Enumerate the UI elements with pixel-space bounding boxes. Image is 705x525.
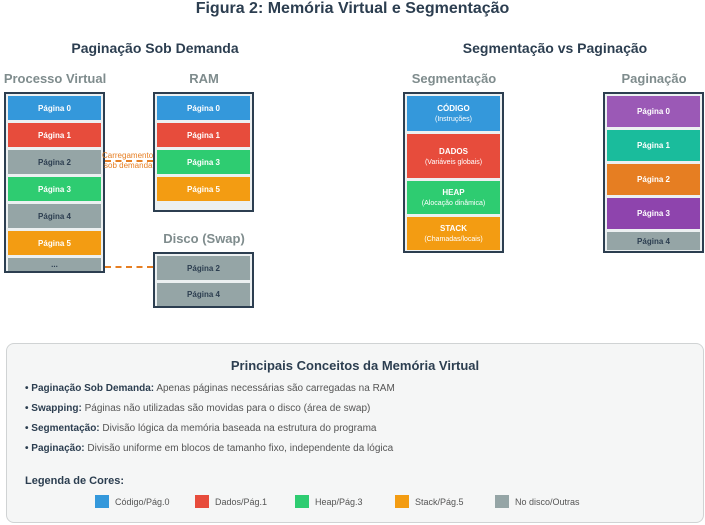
process-page-4: Página 4 <box>8 204 101 228</box>
legend-swatch <box>195 495 209 508</box>
concepts-title: Principais Conceitos da Memória Virtual <box>230 358 480 373</box>
segment-code: CÓDIGO (Instruções) <box>407 96 500 131</box>
process-page-more: ... <box>8 258 101 271</box>
concept-text: Apenas páginas necessárias são carregada… <box>156 383 395 394</box>
legend-item-disk: No disco/Outras <box>495 495 580 508</box>
legend-label: Heap/Pág.3 <box>315 496 363 507</box>
concept-term: • Segmentação: <box>25 423 100 434</box>
segment-heap: HEAP (Alocação dinâmica) <box>407 181 500 214</box>
concepts-panel: Principais Conceitos da Memória Virtual … <box>6 343 704 523</box>
pagination-label: Paginação <box>621 71 687 86</box>
process-label: Processo Virtual <box>3 71 107 86</box>
loading-note-line2: sob demanda <box>104 161 153 170</box>
seg-vs-pag-heading: Segmentação vs Paginação <box>462 40 648 56</box>
swap-connector <box>105 266 153 268</box>
pag-page-4: Página 4 <box>607 232 700 250</box>
segmentation-label: Segmentação <box>411 71 497 86</box>
segment-stack-name: STACK <box>440 224 467 233</box>
disk-box: Página 2 Página 4 <box>153 252 254 308</box>
concept-item: • Paginação Sob Demanda: Apenas páginas … <box>25 383 395 394</box>
loading-connector <box>105 160 153 162</box>
legend-label: No disco/Outras <box>515 496 580 507</box>
segment-data-desc: (Variáveis globais) <box>424 158 483 166</box>
legend-swatch <box>295 495 309 508</box>
concept-text: Divisão uniforme em blocos de tamanho fi… <box>87 443 394 454</box>
process-page-0: Página 0 <box>8 96 101 120</box>
segment-heap-desc: (Alocação dinâmica) <box>421 200 486 207</box>
concept-item: • Paginação: Divisão uniforme em blocos … <box>25 443 393 454</box>
legend-label: Dados/Pág.1 <box>215 496 268 507</box>
segment-code-desc: (Instruções) <box>435 116 472 123</box>
legend-swatch <box>395 495 409 508</box>
pag-page-2: Página 2 <box>607 164 700 195</box>
legend-swatch <box>95 495 109 508</box>
process-page-3: Página 3 <box>8 177 101 201</box>
disk-page-2: Página 2 <box>157 256 250 280</box>
segment-stack: STACK (Chamadas/locais) <box>407 217 500 250</box>
loading-note-line1: Carregamento <box>102 151 154 160</box>
process-page-5: Página 5 <box>8 231 101 255</box>
pag-page-0: Página 0 <box>607 96 700 127</box>
disk-page-4: Página 4 <box>157 283 250 306</box>
disk-label: Disco (Swap) <box>163 231 245 246</box>
ram-box: Página 0 Página 1 Página 3 Página 5 <box>153 92 254 212</box>
ram-label: RAM <box>189 71 219 86</box>
pagination-box: Página 0 Página 1 Página 2 Página 3 Pági… <box>603 92 704 253</box>
ram-page-5: Página 5 <box>157 177 250 201</box>
ram-page-0: Página 0 <box>157 96 250 120</box>
segment-code-name: CÓDIGO <box>437 104 470 113</box>
demand-paging-heading: Paginação Sob Demanda <box>71 40 239 56</box>
concept-text: Páginas não utilizadas são movidas para … <box>84 403 371 414</box>
segment-heap-name: HEAP <box>442 188 465 197</box>
process-memory-box: Página 0 Página 1 Página 2 Página 3 Pági… <box>4 92 105 273</box>
segmentation-box: CÓDIGO (Instruções) DADOS (Variáveis glo… <box>403 92 504 253</box>
figure-title: Figura 2: Memória Virtual e Segmentação <box>195 0 510 17</box>
segment-data-name: DADOS <box>439 146 468 156</box>
legend-item-data: Dados/Pág.1 <box>195 495 267 508</box>
legend-swatch <box>495 495 509 508</box>
legend-label: Código/Pág.0 <box>115 496 170 507</box>
pag-page-1: Página 1 <box>607 130 700 161</box>
ram-page-3: Página 3 <box>157 150 250 174</box>
concept-text: Divisão lógica da memória baseada na est… <box>102 423 377 434</box>
legend-item-stack: Stack/Pág.5 <box>395 495 464 508</box>
legend-item-heap: Heap/Pág.3 <box>295 495 363 508</box>
concept-item: • Segmentação: Divisão lógica da memória… <box>25 423 376 434</box>
concept-item: • Swapping: Páginas não utilizadas são m… <box>25 403 370 414</box>
concept-term: • Paginação Sob Demanda: <box>25 383 155 394</box>
legend-item-code: Código/Pág.0 <box>95 495 170 508</box>
pag-page-3: Página 3 <box>607 198 700 229</box>
segment-stack-desc: (Chamadas/locais) <box>424 236 483 243</box>
process-page-2: Página 2 <box>8 150 101 174</box>
segment-data: DADOS (Variáveis globais) <box>407 134 500 178</box>
legend-title: Legenda de Cores: <box>25 475 125 487</box>
concept-term: • Paginação: <box>25 443 85 454</box>
process-page-1: Página 1 <box>8 123 101 147</box>
legend-label: Stack/Pág.5 <box>415 496 464 507</box>
ram-page-1: Página 1 <box>157 123 250 147</box>
concept-term: • Swapping: <box>25 403 82 414</box>
